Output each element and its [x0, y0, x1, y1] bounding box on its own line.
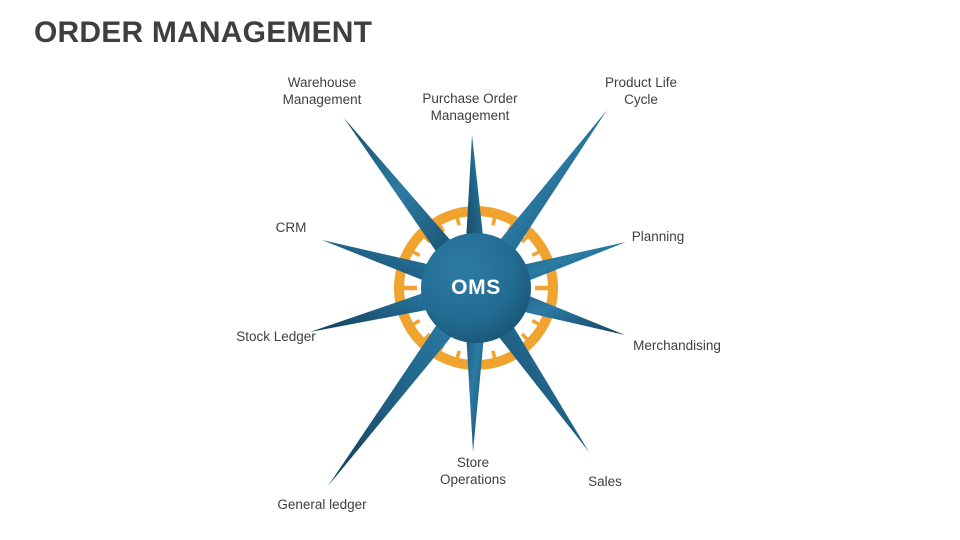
spike-store-operations[interactable]: [464, 307, 487, 452]
ring-tick: [411, 249, 421, 258]
ring-tick: [437, 223, 446, 233]
spike-warehouse-management[interactable]: [344, 118, 473, 279]
ring-tick: [423, 332, 432, 341]
spike-product-life-cycle[interactable]: [478, 110, 607, 279]
spoke-label-merchandising: Merchandising: [633, 338, 721, 353]
spoke-label-purchase-order-management: Purchase Order Management: [422, 91, 518, 124]
ring-tick: [455, 350, 461, 359]
spoke-label-store-operations: Store Operations: [439, 455, 507, 488]
ring-tick: [491, 350, 497, 359]
spoke-label-planning: Planning: [631, 229, 685, 244]
ring-tick: [491, 217, 497, 226]
ring-tick: [520, 235, 529, 244]
spoke-label-stock-ledger: Stock Ledger: [236, 329, 316, 344]
spoke-label-sales: Sales: [588, 474, 622, 489]
spike-sales[interactable]: [478, 298, 589, 452]
hub-circle: [421, 233, 531, 343]
spike-general-ledger[interactable]: [328, 297, 473, 486]
ring-tick: [531, 249, 541, 258]
ring-tick: [531, 318, 541, 327]
ring-tick: [455, 217, 461, 226]
spoke-label-warehouse-management: Warehouse Management: [282, 75, 362, 108]
spoke-label-crm: CRM: [275, 220, 307, 235]
ring-tick: [411, 318, 421, 327]
ring-tick: [520, 332, 529, 341]
spoke-label-product-life-cycle: Product Life Cycle: [604, 75, 678, 108]
page-title: ORDER MANAGEMENT: [34, 16, 373, 49]
spoke-label-general-ledger: General ledger: [277, 497, 367, 512]
